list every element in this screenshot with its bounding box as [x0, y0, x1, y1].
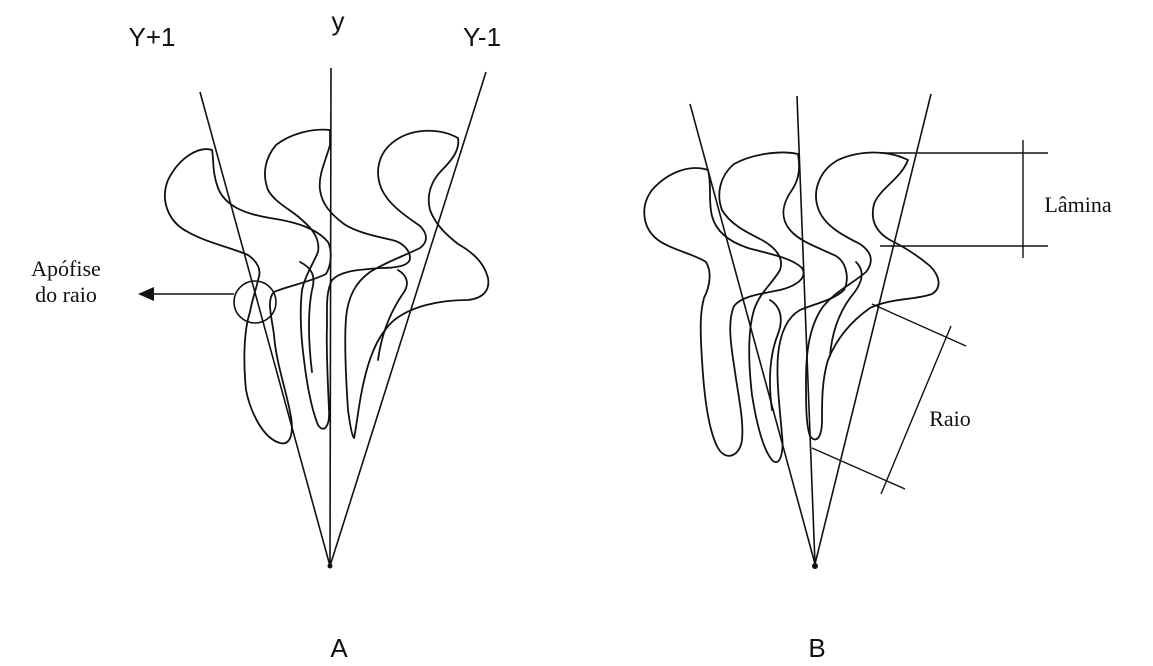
ray-label-y: y [332, 6, 345, 36]
scale-outline-b-right [806, 153, 939, 440]
scale-outline-left [165, 149, 331, 443]
scale-inner-contour-b2 [830, 262, 862, 356]
ray-line-y-minus-1 [330, 72, 486, 566]
ray-top-tick [872, 304, 966, 346]
blade-label: Lâmina [1044, 192, 1111, 217]
panel-a: Y+1 y Y-1 Apófise do raio A [31, 6, 501, 663]
panel-b: Lâmina Raio B [644, 94, 1112, 663]
ray-label-y-minus-1: Y-1 [463, 22, 501, 52]
scale-outline-right [345, 131, 488, 438]
ray-label: Raio [929, 406, 971, 431]
focus-point-a [328, 564, 333, 569]
scale-outline-b-middle [719, 152, 847, 462]
scale-inner-contour-a [300, 262, 314, 372]
panel-b-label: B [808, 633, 825, 663]
focus-point-b [812, 563, 818, 569]
panel-a-label: A [330, 633, 348, 663]
annotation-arrow-head [138, 287, 154, 301]
ray-label-y-plus-1: Y+1 [129, 22, 176, 52]
annotation-line-1: Apófise [31, 256, 101, 281]
annotation-line-2: do raio [35, 282, 97, 307]
ray-line-y-plus-1 [200, 92, 330, 566]
